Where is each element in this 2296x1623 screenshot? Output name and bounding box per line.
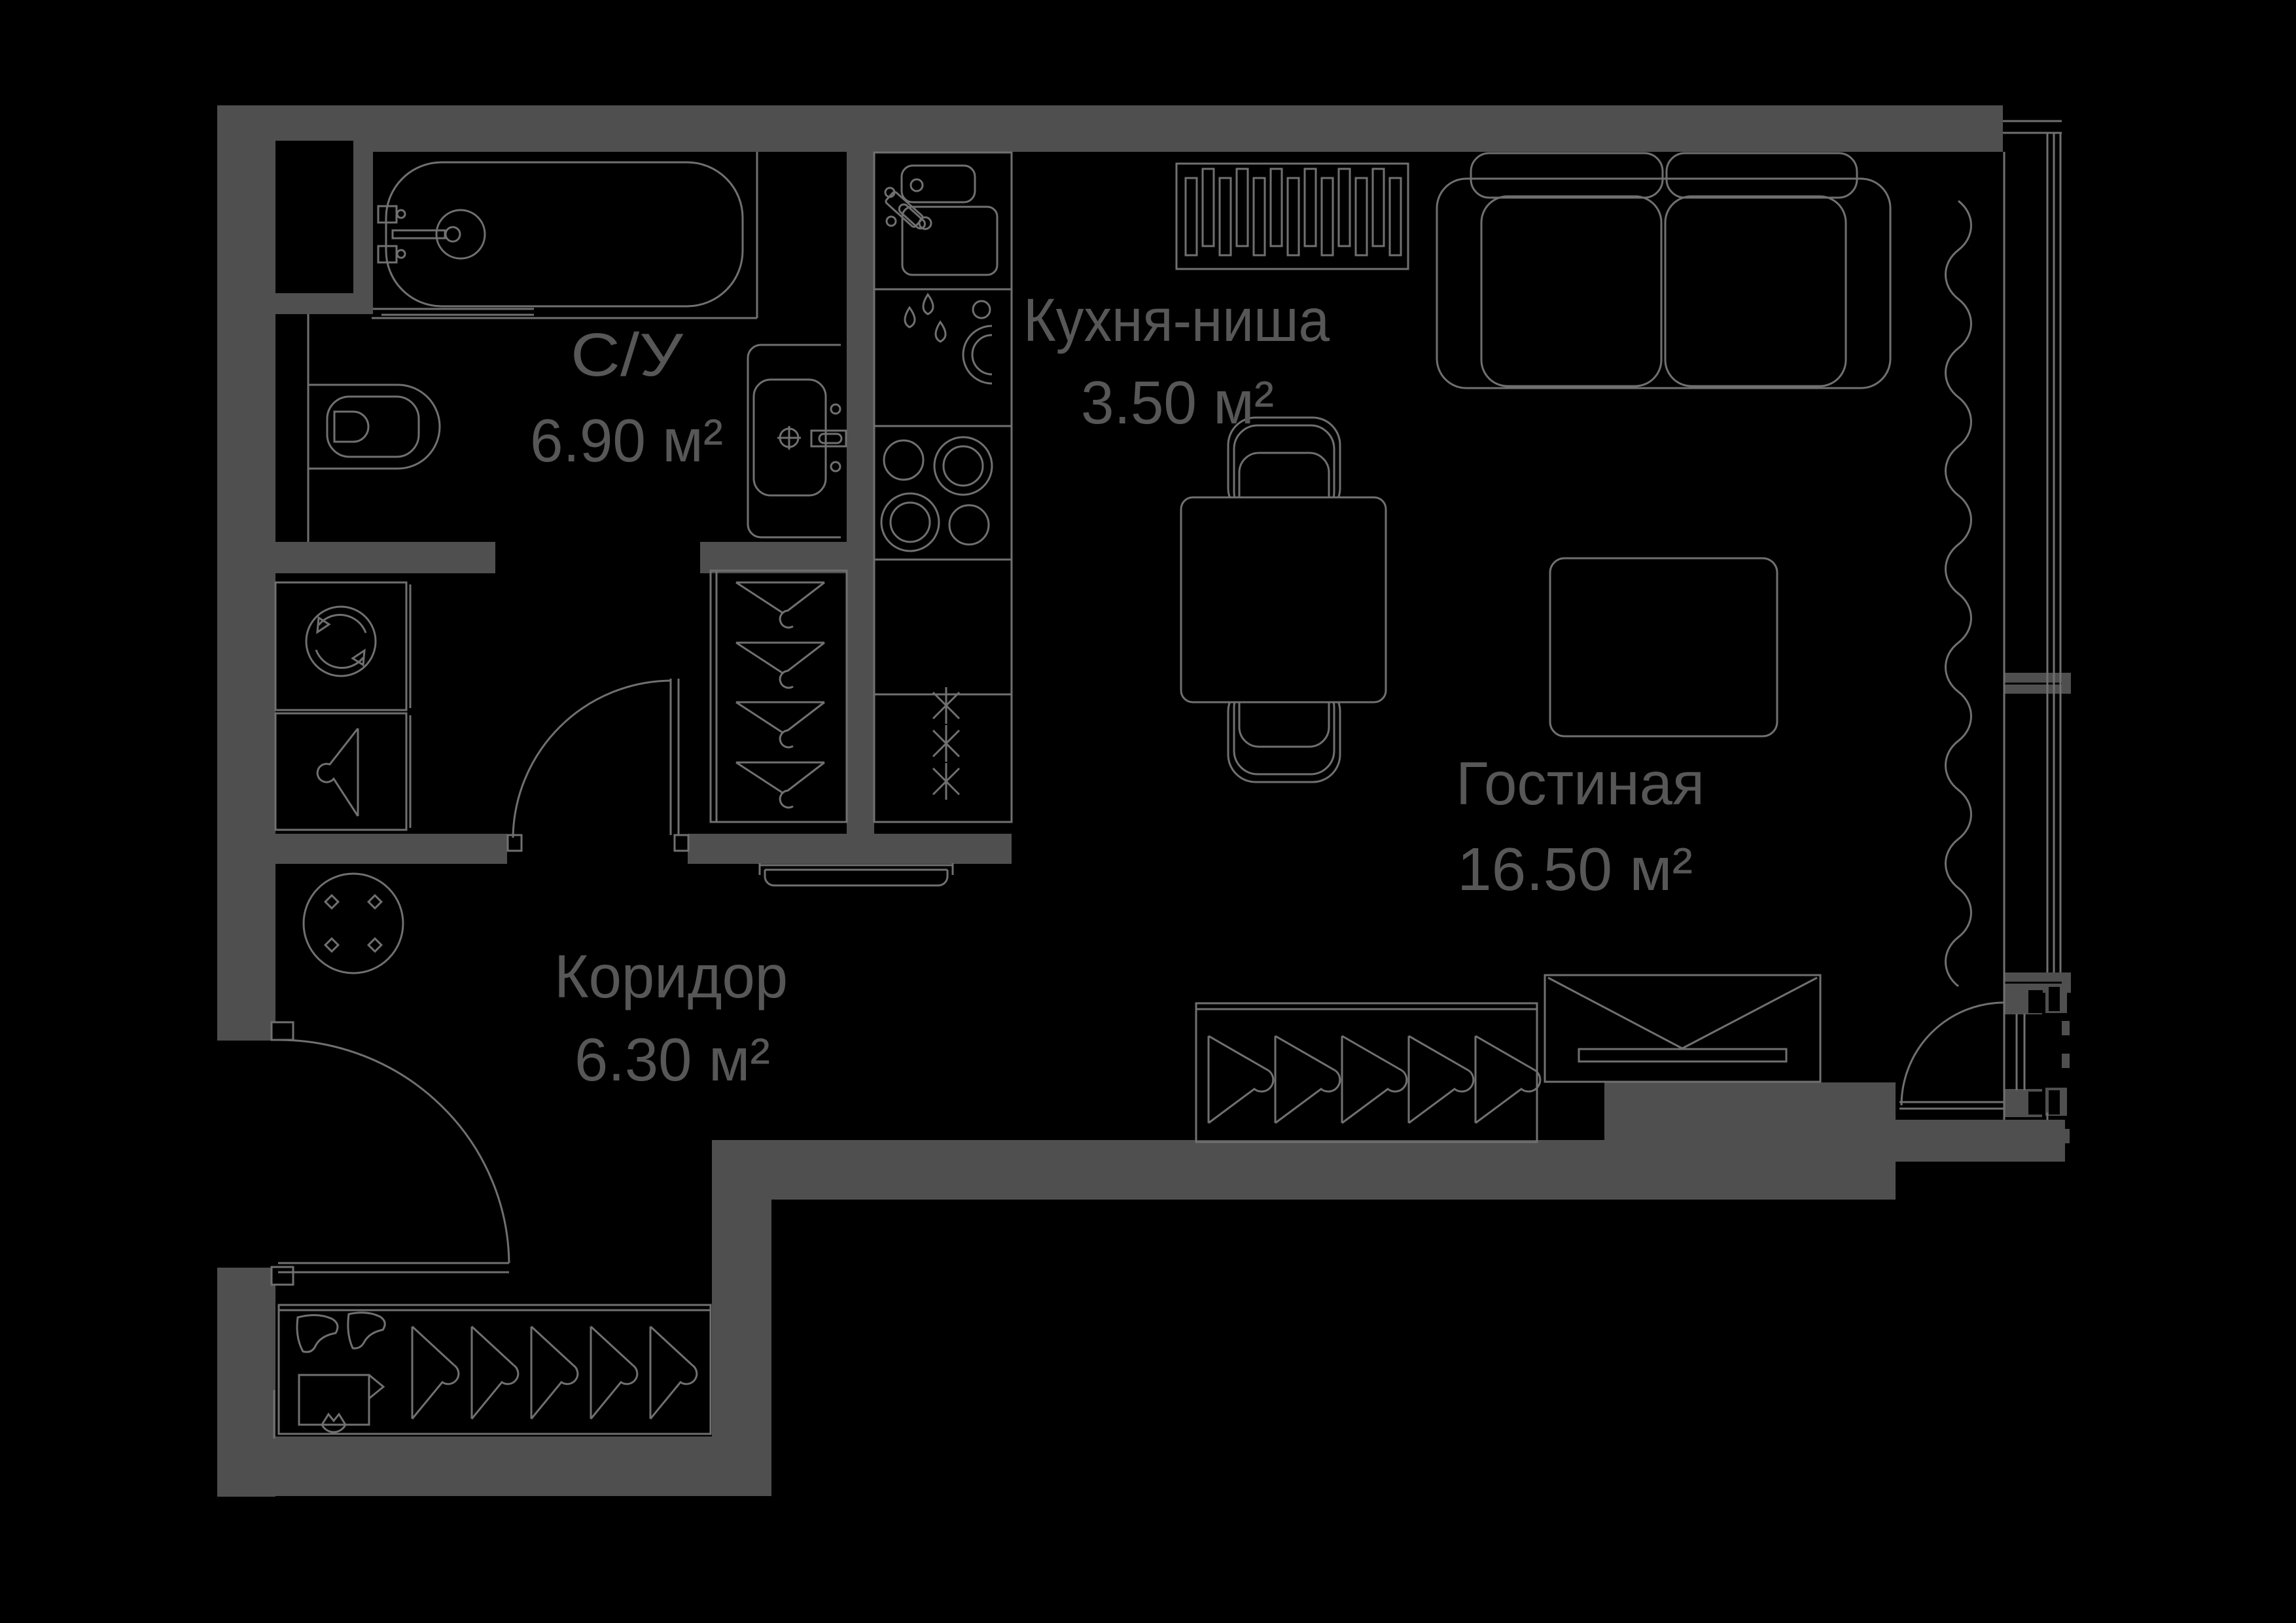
svg-text:С/У: С/У <box>571 321 684 389</box>
svg-text:16.50 м²: 16.50 м² <box>1457 835 1693 903</box>
svg-text:6.90 м²: 6.90 м² <box>530 406 723 474</box>
svg-text:6.30 м²: 6.30 м² <box>574 1026 770 1094</box>
svg-text:3.50 м²: 3.50 м² <box>1081 368 1274 437</box>
svg-text:Кухня-ниша: Кухня-ниша <box>1023 286 1330 354</box>
svg-text:Коридор: Коридор <box>554 942 788 1010</box>
svg-text:Гостиная: Гостиная <box>1456 749 1704 817</box>
